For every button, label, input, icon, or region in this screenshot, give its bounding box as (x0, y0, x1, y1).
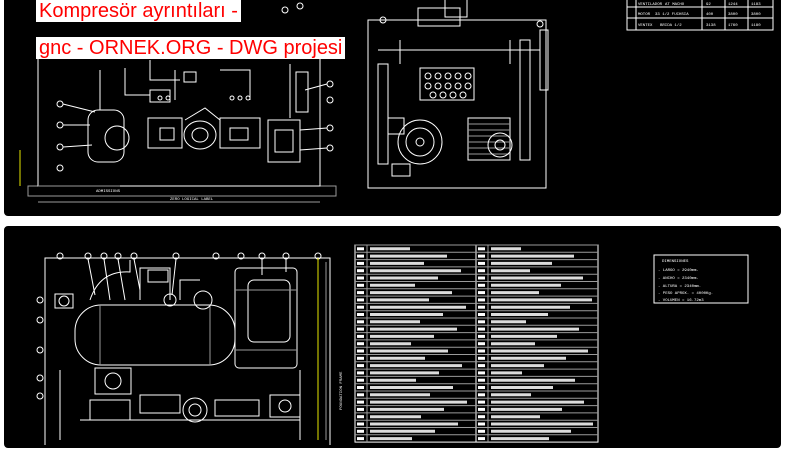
spec-line-3: - ALTURA = 2340mm. (658, 285, 701, 289)
legend-row-1-v2: 1244 (728, 3, 738, 7)
svg-text:1760: 1760 (728, 24, 738, 28)
spec-line-2: - ANCHO = 2340mm. (658, 277, 699, 281)
legend-row-1-v3: 1183 (751, 3, 761, 7)
compressor-side-view (367, 0, 549, 189)
legend-row-2-name: MOTOR (638, 13, 651, 17)
legend-row-2-desc: 33 1/2 FUCHSIA (655, 12, 689, 17)
spec-line-5: - VOLUMEN = 16.72m3 (658, 299, 704, 303)
svg-text:92: 92 (706, 3, 711, 7)
svg-text:400: 400 (706, 13, 714, 17)
legend-row-3-name: VENTEX (638, 24, 653, 28)
front-view-label: ZERO LOGICAL LABEL (170, 198, 214, 202)
parts-list-table (354, 244, 599, 443)
top-drawing-panel (2, 0, 783, 218)
svg-text:3800: 3800 (751, 13, 761, 17)
legend-row-1-name: VENTILADOR (638, 3, 663, 7)
spec-line-1: - LARGO = 2940mm. (658, 269, 699, 273)
legend-row-2-v1: 400 (706, 13, 714, 17)
page-title-line-2: gnc - ORNEK.ORG - DWG projesi (36, 37, 346, 59)
svg-text:3800: 3800 (728, 13, 738, 17)
legend-table: VENTILADOR AT MACHO 92 1244 1183 MOTOR 3… (626, 0, 774, 31)
svg-text:33 1/2 FUCHSIA: 33 1/2 FUCHSIA (655, 12, 689, 17)
svg-text:VENTILADOR: VENTILADOR (638, 3, 663, 7)
svg-text:VENTEX: VENTEX (638, 24, 653, 28)
svg-text:3138: 3138 (706, 24, 716, 28)
svg-text:BRIDA 1/2: BRIDA 1/2 (660, 23, 682, 28)
panel-separator (0, 219, 785, 223)
dimension-label: ADMISSIONS (96, 190, 121, 194)
legend-row-2-v2: 3800 (728, 13, 738, 17)
svg-text:AT MACHO: AT MACHO (665, 3, 685, 7)
side-label: FOUNDATION FRAME (340, 371, 344, 410)
spec-line-4: - PESO APROX. = 4000Kg. (658, 292, 713, 296)
legend-row-3-v1: 3138 (706, 24, 716, 28)
svg-text:MOTOR: MOTOR (638, 13, 651, 17)
compressor-assembly-view: FOUNDATION FRAME (36, 252, 344, 445)
legend-row-3-desc: BRIDA 1/2 (660, 23, 682, 28)
dimensions-box: DIMENSIONES - LARGO = 2940mm. - ANCHO = … (653, 254, 749, 304)
compressor-front-view: ADMISSIONS ZERO LOGICAL LABEL (19, 2, 337, 203)
legend-row-3-v2: 1760 (728, 24, 738, 28)
svg-text:1244: 1244 (728, 3, 738, 7)
legend-row-3-v3: 1180 (751, 24, 761, 28)
legend-row-1-desc: AT MACHO (665, 3, 685, 7)
specs-title: DIMENSIONES (662, 260, 689, 264)
svg-text:1180: 1180 (751, 24, 761, 28)
legend-row-2-v3: 3800 (751, 13, 761, 17)
legend-row-1-v1: 92 (706, 3, 711, 7)
svg-text:1183: 1183 (751, 3, 761, 7)
page-title-line-1: Kompresör ayrıntıları - (36, 0, 241, 22)
